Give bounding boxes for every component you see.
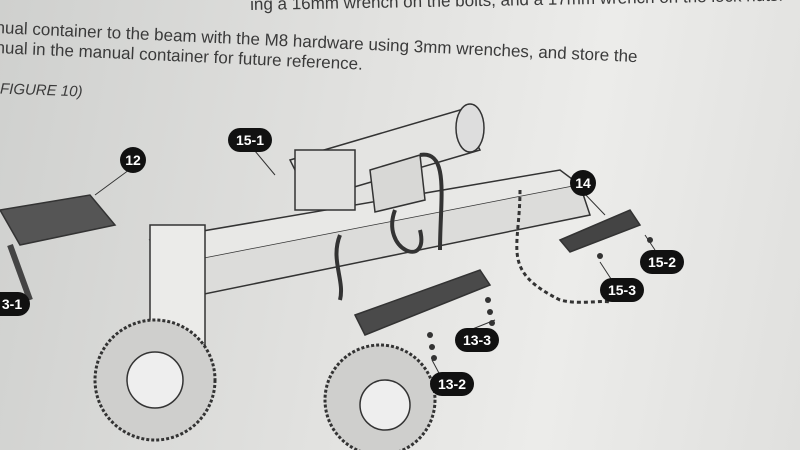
callout-12: 12 [120, 147, 146, 173]
callout-15-3: 15-3 [600, 278, 644, 302]
svg-text:14: 14 [575, 175, 591, 191]
svg-text:13-3: 13-3 [463, 332, 491, 348]
callout-15-2: 15-2 [640, 250, 684, 274]
svg-text:15-2: 15-2 [648, 254, 676, 270]
svg-text:13-2: 13-2 [438, 376, 466, 392]
svg-text:12: 12 [125, 152, 141, 168]
callout-15-1: 15-1 [228, 128, 272, 152]
callout-13-2: 13-2 [430, 372, 474, 396]
svg-text:15-3: 15-3 [608, 282, 636, 298]
svg-text:3-1: 3-1 [2, 296, 22, 312]
callout-13-1: 3-1 [0, 292, 30, 316]
callout-14: 14 [570, 170, 596, 196]
svg-text:15-1: 15-1 [236, 132, 264, 148]
callout-13-3: 13-3 [455, 328, 499, 352]
